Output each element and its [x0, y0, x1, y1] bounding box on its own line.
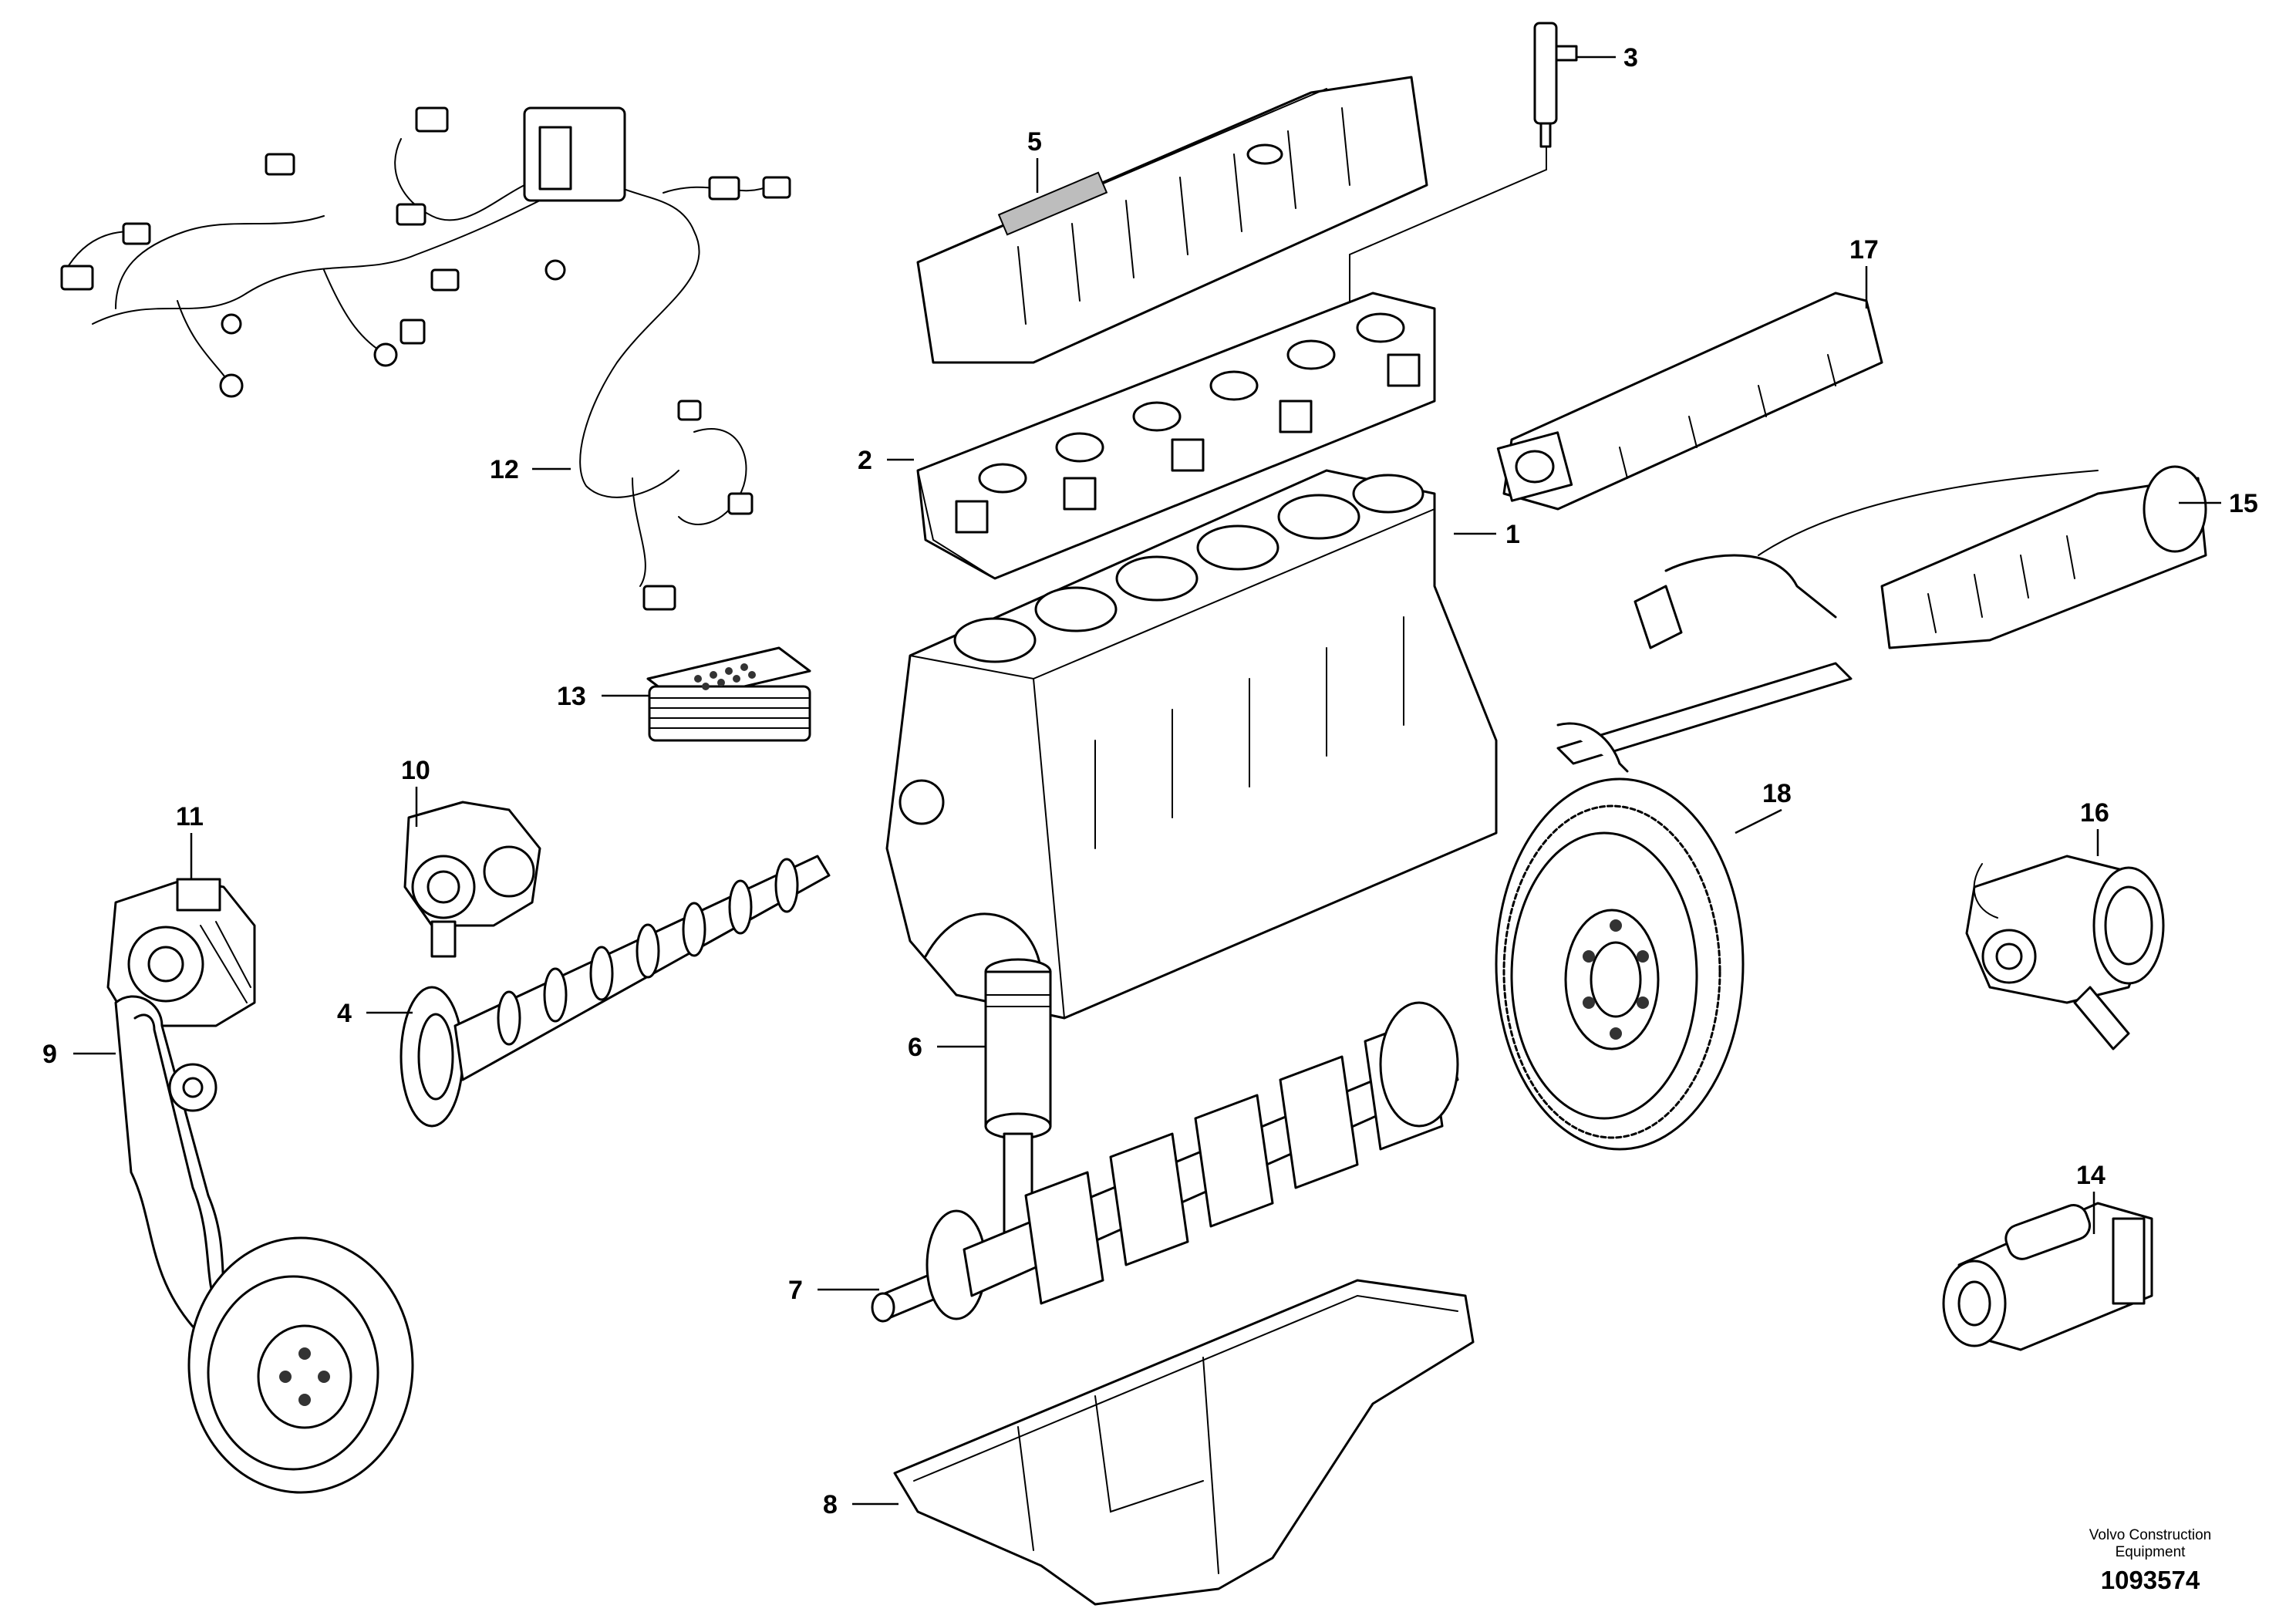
callout-17: 17	[1849, 235, 1879, 265]
flywheel-illustration	[1495, 777, 1745, 1151]
callout-16: 16	[2080, 798, 2109, 828]
water-pump-illustration	[403, 801, 541, 958]
oil-pan-illustration	[893, 1279, 1475, 1606]
callout-7: 7	[788, 1276, 803, 1305]
camshaft-illustration	[400, 855, 831, 1128]
crankshaft-illustration	[871, 1001, 1459, 1323]
callout-15: 15	[2229, 489, 2258, 518]
callout-2: 2	[858, 446, 872, 475]
callout-3: 3	[1623, 43, 1638, 73]
callout-13: 13	[557, 682, 586, 711]
callout-4: 4	[337, 999, 352, 1028]
callout-1: 1	[1505, 520, 1520, 549]
oil-cooler-illustration	[646, 646, 811, 742]
exhaust-manifold-illustration	[1496, 292, 1883, 511]
injector-illustration	[1349, 22, 1578, 325]
callout-9: 9	[42, 1040, 57, 1069]
brand-name: Volvo Construction Equipment	[2058, 1527, 2243, 1561]
callout-labels: 1 2 3 4 5 6 7 8 9 10 11 12 13 14 15 16 1…	[42, 43, 2258, 1519]
cylinder-head-illustration	[916, 292, 1436, 580]
callout-6: 6	[908, 1033, 922, 1062]
drive-belt-illustration	[114, 995, 414, 1494]
wiring-harness-illustration	[60, 106, 791, 611]
callout-5: 5	[1027, 127, 1042, 157]
callout-12: 12	[490, 455, 519, 484]
callout-11: 11	[176, 802, 204, 831]
leader-lines	[73, 56, 2221, 1506]
turbocharger-illustration	[1965, 855, 2165, 1050]
callout-18: 18	[1762, 779, 1792, 808]
callout-10: 10	[401, 756, 430, 785]
callout-14: 14	[2076, 1161, 2106, 1190]
egr-cooler-illustration	[1556, 465, 2207, 773]
document-number: 1093574	[2100, 1566, 2200, 1594]
starter-motor-illustration	[1942, 1202, 2153, 1351]
brand-line-2: Equipment	[2115, 1544, 2186, 1560]
callout-8: 8	[823, 1490, 838, 1519]
alternator-illustration	[106, 878, 256, 1027]
brand-line-1: Volvo Construction	[2089, 1527, 2212, 1543]
cylinder-block-illustration	[885, 469, 1498, 1020]
valve-cover-illustration	[916, 76, 1428, 364]
